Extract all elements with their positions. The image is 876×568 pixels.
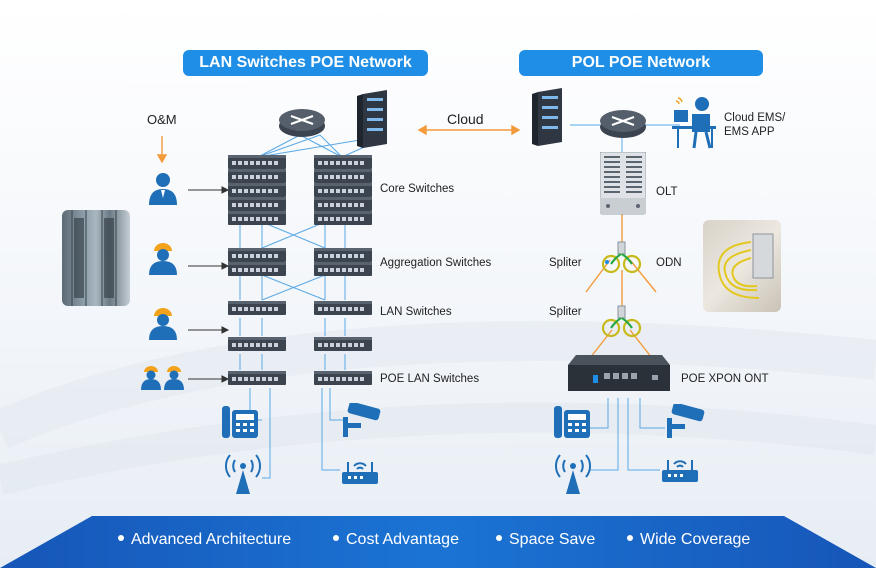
olt-router-icon [600,110,646,138]
cloud-server-icon [532,88,562,146]
switch-stacks [228,155,372,385]
cloud-label: Cloud [447,111,484,127]
xpon-ont-device-icon [568,355,670,391]
pol-ip-camera-icon [667,404,705,438]
lan-switches-label: LAN Switches [380,306,452,318]
server-room-photo [62,210,130,306]
pol-wifi-router-icon [662,460,698,482]
splitter-1-icon [601,241,642,274]
pol-ip-phone-icon [554,406,590,438]
ems-app-label: EMS APP [724,126,775,138]
core-switches-label: Core Switches [380,183,455,195]
odn-label: ODN [656,257,682,269]
olt-device-icon [600,152,646,215]
feature-wide-coverage: Wide Coverage [627,531,750,549]
server-icon [357,90,387,148]
feature-banner [0,516,876,568]
pol-wireless-ap-icon [555,454,591,494]
lan-network-header: LAN Switches POE Network [183,50,428,76]
wireless-ap-icon [225,454,261,494]
admin-user-icon [672,97,716,149]
cloud-ems-label: Cloud EMS/ [724,112,786,124]
wifi-router-icon [342,462,378,484]
technician-icon [149,308,177,340]
router-icon [279,109,325,137]
olt-label: OLT [656,186,678,198]
odn-photo [703,220,781,312]
engineer-icon [149,243,177,275]
aggregation-switches-label: Aggregation Switches [380,257,492,269]
operator-icon [149,173,177,205]
om-label: O&M [147,112,177,127]
feature-space-save: Space Save [496,531,595,549]
poe-lan-switches-label: POE LAN Switches [380,373,480,385]
feature-advanced-architecture: Advanced Architecture [118,531,291,549]
spliter-label-1: Spliter [549,257,582,269]
ip-phone-icon [222,406,258,438]
poe-xpon-ont-label: POE XPON ONT [681,373,769,385]
splitter-2-icon [601,305,642,338]
spliter-label-2: Spliter [549,306,582,318]
feature-cost-advantage: Cost Advantage [333,531,459,549]
workers-icon [141,366,184,390]
ip-camera-icon [343,403,381,437]
pol-network-header: POL POE Network [519,50,763,76]
